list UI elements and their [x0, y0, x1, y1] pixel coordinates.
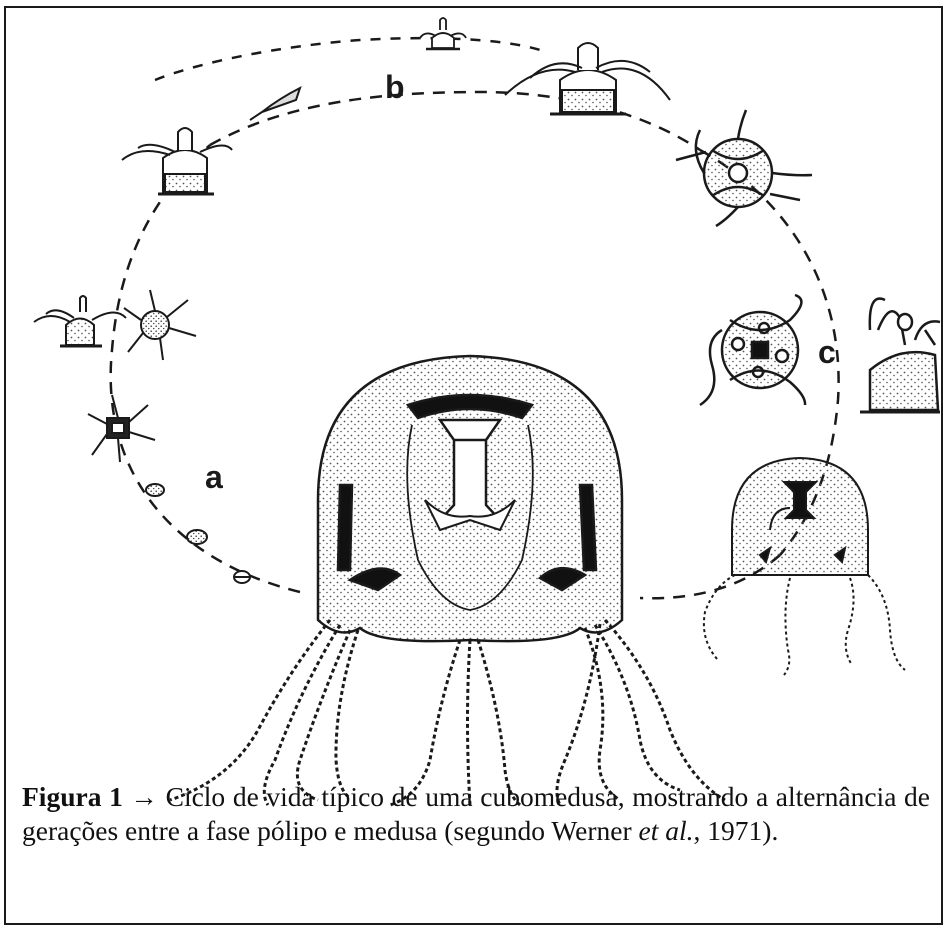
stage-label-a: a [205, 459, 223, 495]
figure-caption: Figura 1 → Ciclo de vida típico de uma c… [22, 780, 930, 848]
adult-cubomedusa [318, 356, 622, 641]
young-medusa [704, 458, 905, 675]
planula-larva-3 [146, 484, 164, 496]
caption-text: Ciclo de vida típico de uma cubomedusa, … [22, 781, 930, 846]
young-polyp-star [88, 395, 155, 462]
polyp-upper-left [122, 128, 232, 194]
metamorphosis-top-view [700, 295, 805, 405]
swimming-polyp [250, 88, 300, 120]
polyp-top-large [505, 43, 670, 114]
planula-larva-2 [187, 530, 207, 544]
caption-arrow: → [130, 781, 158, 812]
young-medusa-top-view [676, 110, 812, 226]
figure-label: Figura 1 [22, 781, 123, 812]
caption-year: , 1971). [694, 815, 779, 846]
metamorphosis-side-view [860, 299, 940, 412]
polyp-top-small [420, 18, 466, 49]
caption-et-al: et al. [639, 815, 694, 846]
adult-tentacles [170, 620, 725, 805]
stage-label-b: b [385, 69, 405, 105]
polyp-left-2 [124, 290, 196, 360]
stage-label-c: c [818, 334, 836, 370]
polyp-left-1 [34, 296, 126, 346]
